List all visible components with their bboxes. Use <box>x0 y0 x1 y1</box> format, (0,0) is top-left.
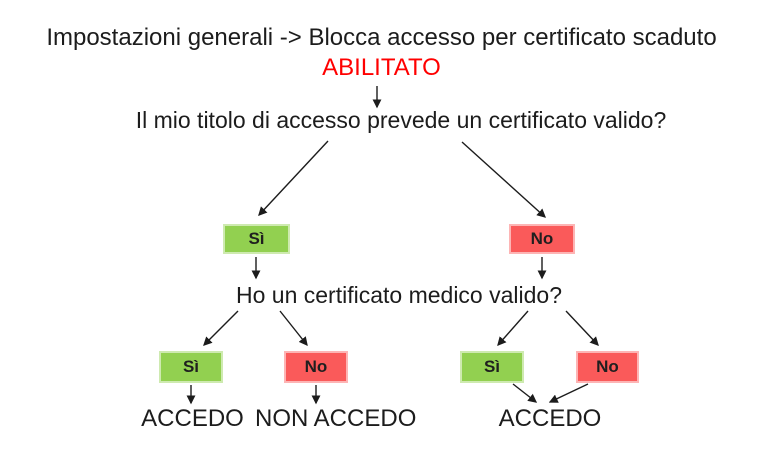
arrow-right-no-to-accedo <box>548 383 589 403</box>
arrow-question2-to-left-yes <box>203 310 239 346</box>
arrow-right-yes-to-accedo <box>512 383 538 403</box>
arrow-question1-to-yes <box>258 140 329 216</box>
node-medical-right-yes-label: Sì <box>483 357 501 376</box>
node-access-no-label: No <box>530 229 554 248</box>
node-access-yes-label: Sì <box>248 229 265 248</box>
node-medical-right-yes: Sì <box>460 351 524 383</box>
outcome-accedo-right: ACCEDO <box>498 405 602 432</box>
arrow-question2-to-right-yes <box>497 310 529 347</box>
node-medical-right-no: No <box>576 351 639 383</box>
arrow-question2-to-right-no <box>565 310 599 346</box>
node-access-yes: Sì <box>223 224 290 254</box>
node-medical-left-no: No <box>284 351 348 383</box>
node-medical-right-no-label: No <box>596 357 619 376</box>
node-medical-left-yes-label: Sì <box>182 357 200 376</box>
question-medical-certificate: Ho un certificato medico valido? <box>236 282 562 308</box>
node-medical-left-yes: Sì <box>159 351 223 383</box>
node-access-no: No <box>509 224 575 254</box>
node-medical-left-no-label: No <box>304 357 328 376</box>
arrow-question1-to-no <box>461 141 547 218</box>
diagram-title: Impostazioni generali -> Blocca accesso … <box>46 24 717 51</box>
question-access-certificate: Il mio titolo di accesso prevede un cert… <box>135 107 667 133</box>
outcome-non-accedo: NON ACCEDO <box>255 405 417 432</box>
status-abilitato: ABILITATO <box>322 54 441 81</box>
arrow-question2-to-left-no <box>279 310 308 347</box>
outcome-accedo-left: ACCEDO <box>141 405 244 432</box>
